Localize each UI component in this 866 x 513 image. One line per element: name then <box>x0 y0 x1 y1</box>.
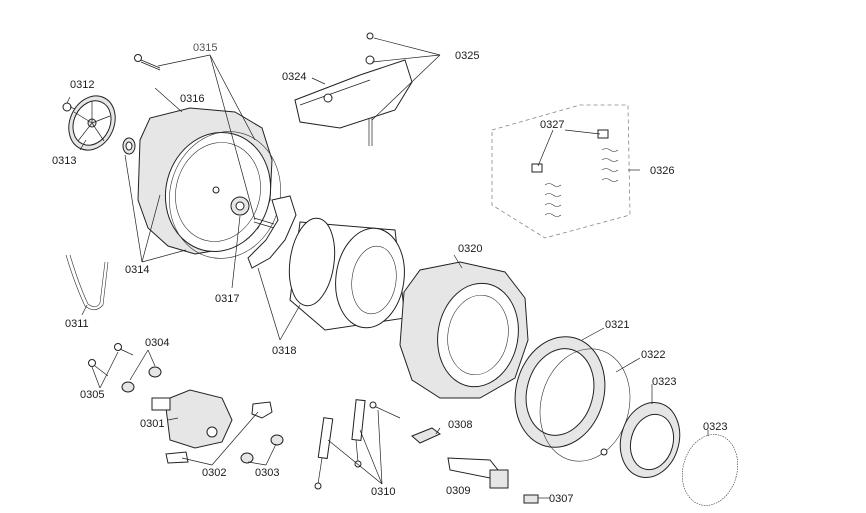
part-0304-screws <box>88 343 162 393</box>
label-0309: 0309 <box>446 485 470 497</box>
group-0326-box <box>491 104 631 239</box>
label-0304: 0304 <box>145 337 169 349</box>
label-0315: 0315 <box>193 42 217 54</box>
part-labels: 0312 0313 0315 0316 0314 0317 0318 0311 … <box>52 42 727 505</box>
part-0318-drum <box>288 217 406 331</box>
part-0309-heater <box>447 457 509 489</box>
part-0316-rear-tub <box>137 107 273 255</box>
part-0327-spring <box>531 129 619 217</box>
part-0315-bolt <box>134 54 161 71</box>
label-0307: 0307 <box>549 493 573 505</box>
part-0320-bellows <box>514 336 606 448</box>
label-0310: 0310 <box>371 486 395 498</box>
label-0302: 0302 <box>202 467 226 479</box>
label-0301: 0301 <box>140 418 164 430</box>
label-0325: 0325 <box>455 50 479 62</box>
part-0307-sensor <box>523 494 539 504</box>
label-0321: 0322 <box>641 349 665 361</box>
part-0311-belt <box>65 254 109 311</box>
label-0319: 0320 <box>458 243 482 255</box>
label-0313: 0313 <box>52 155 76 167</box>
part-0303-caps <box>240 434 284 464</box>
part-0324-counterweight <box>294 32 413 146</box>
part-0321-clamp <box>539 348 631 462</box>
label-0311: 0311 <box>65 318 89 330</box>
part-0301-motor <box>151 389 233 449</box>
label-0327: 0327 <box>540 119 564 131</box>
part-0313-pulley <box>68 95 116 151</box>
label-0317: 0317 <box>215 293 239 305</box>
label-0305: 0305 <box>80 389 104 401</box>
label-0326: 0326 <box>650 165 674 177</box>
label-0316: 0316 <box>180 93 204 105</box>
part-0322-ring <box>619 402 681 478</box>
label-0324: 0324 <box>282 71 306 83</box>
label-0303: 0303 <box>255 467 279 479</box>
part-0302-connector <box>165 401 273 464</box>
label-0312: 0312 <box>70 79 94 91</box>
label-0318: 0318 <box>272 345 296 357</box>
part-0317-shaft <box>247 195 297 269</box>
label-0322: 0323 <box>652 376 676 388</box>
leader-lines <box>66 37 709 499</box>
label-0323: 0323 <box>703 421 727 433</box>
part-0310-shock-absorbers <box>314 399 401 490</box>
label-0314: 0314 <box>125 264 149 276</box>
label-0308: 0308 <box>448 419 472 431</box>
part-0308-bracket <box>411 427 441 444</box>
part-0323-wire-clamp <box>682 434 738 506</box>
part-0319-front-tub <box>399 261 529 399</box>
label-0320: 0321 <box>605 319 629 331</box>
part-0314-bearing <box>122 137 136 155</box>
